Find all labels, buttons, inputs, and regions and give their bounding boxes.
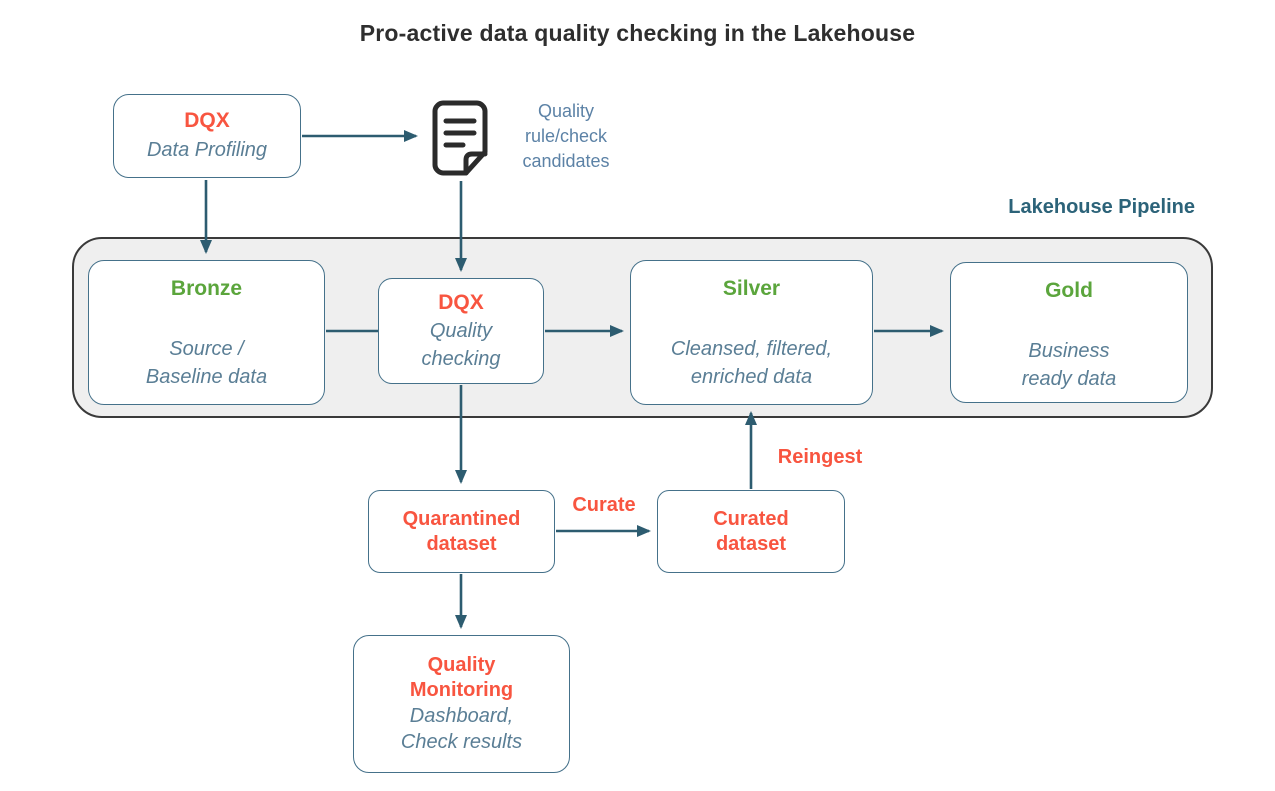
pipeline-label: Lakehouse Pipeline [1008, 196, 1195, 218]
diagram-title: Pro-active data quality checking in the … [359, 20, 916, 46]
candidates-label: Quality rule/check candidates [522, 101, 610, 171]
node-subtitle: Data Profiling [146, 139, 268, 162]
node-subtitle: Cleansed, filtered, enriched data [670, 338, 833, 389]
node-bronze: Bronze Source / Baseline data [88, 260, 325, 405]
node-title: Curated dataset [713, 507, 789, 555]
node-gold: Gold Business ready data [950, 262, 1188, 403]
node-title: Bronze [170, 277, 243, 300]
node-title: DQX [438, 291, 484, 314]
edge-label-curate: Curate [572, 494, 636, 516]
node-quality-monitoring: Quality Monitoring Dashboard, Check resu… [353, 635, 570, 773]
node-dqx-checking: DQX Quality checking [378, 278, 544, 384]
edge-label-reingest: Reingest [777, 446, 863, 468]
node-subtitle: Dashboard, Check results [400, 705, 523, 753]
node-title: Quarantined dataset [402, 507, 521, 555]
document-icon [432, 100, 488, 176]
node-title: Silver [722, 277, 781, 300]
node-quarantined-dataset: Quarantined dataset [368, 490, 555, 573]
node-title: Gold [1045, 279, 1093, 302]
node-title: DQX [184, 108, 230, 132]
node-silver: Silver Cleansed, filtered, enriched data [630, 260, 873, 405]
node-dqx-profiling: DQX Data Profiling [113, 94, 301, 178]
node-title: Quality Monitoring [409, 654, 514, 701]
node-subtitle: Source / Baseline data [145, 338, 268, 389]
node-subtitle: Quality checking [421, 320, 501, 371]
node-curated-dataset: Curated dataset [657, 490, 845, 573]
node-subtitle: Business ready data [1021, 340, 1117, 391]
